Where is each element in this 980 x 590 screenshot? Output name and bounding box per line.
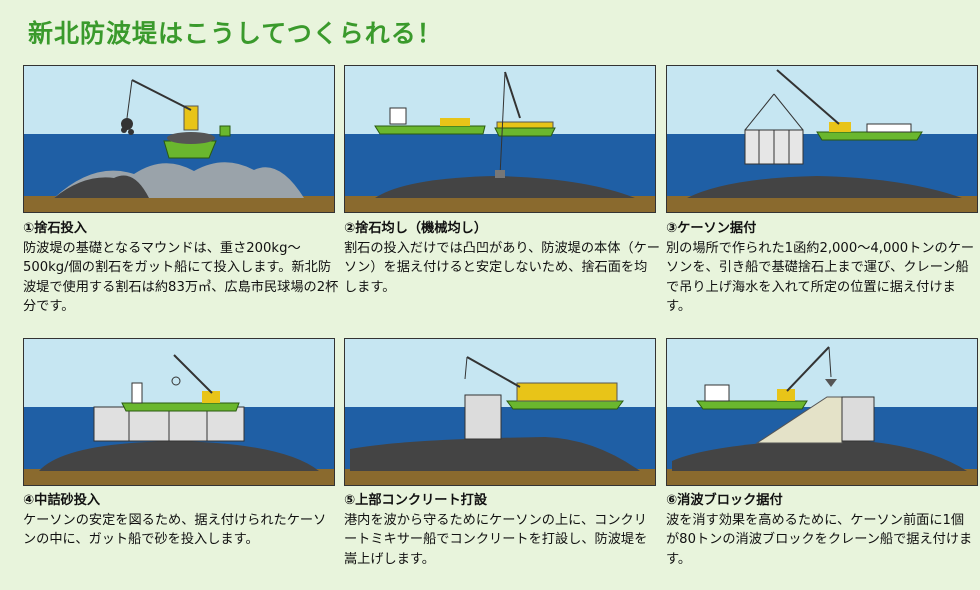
step-2-heading: ②捨石均し（機械均し）: [344, 221, 488, 236]
step-1-heading: ①捨石投入: [23, 221, 87, 236]
step-1-illustration: [23, 65, 335, 213]
step-4-illustration: [23, 338, 335, 486]
step-2-caption: ②捨石均し（機械均し） 割石の投入だけでは凸凹があり、防波堤の本体（ケーソン）を…: [344, 219, 660, 297]
step-4-heading: ④中詰砂投入: [23, 493, 101, 508]
step-4-caption: ④中詰砂投入 ケーソンの安定を図るため、据え付けられたケーソンの中に、ガット船で…: [23, 491, 339, 550]
step-5-caption: ⑤上部コンクリート打設 港内を波から守るためにケーソンの上に、コンクリートミキサ…: [344, 491, 660, 569]
step-6-heading: ⑥消波ブロック据付: [666, 493, 783, 508]
step-6-caption: ⑥消波ブロック据付 波を消す効果を高めるために、ケーソン前面に1個が80トンの消…: [666, 491, 976, 569]
step-3-body: 別の場所で作られた1函約2,000～4,000トンのケーソンを、引き船で基礎捨石…: [666, 240, 975, 315]
step-2-illustration: [344, 65, 656, 213]
step-1-caption: ①捨石投入 防波堤の基礎となるマウンドは、重さ200kg～500kg/個の割石を…: [23, 219, 339, 317]
step-5-illustration: [344, 338, 656, 486]
step-3-heading: ③ケーソン据付: [666, 221, 757, 236]
step-2-body: 割石の投入だけでは凸凹があり、防波堤の本体（ケーソン）を据え付けると安定しないた…: [344, 240, 660, 295]
step-6-body: 波を消す効果を高めるために、ケーソン前面に1個が80トンの消波ブロックをクレーン…: [666, 512, 973, 567]
step-5-heading: ⑤上部コンクリート打設: [344, 493, 488, 508]
step-3-caption: ③ケーソン据付 別の場所で作られた1函約2,000～4,000トンのケーソンを、…: [666, 219, 976, 317]
step-6-illustration: [666, 338, 978, 486]
step-3-illustration: [666, 65, 978, 213]
page-title: 新北防波堤はこうしてつくられる！: [28, 19, 443, 48]
step-5-body: 港内を波から守るためにケーソンの上に、コンクリートミキサー船でコンクリートを打設…: [344, 512, 648, 567]
step-4-body: ケーソンの安定を図るため、据え付けられたケーソンの中に、ガット船で砂を投入します…: [23, 512, 327, 548]
step-1-body: 防波堤の基礎となるマウンドは、重さ200kg～500kg/個の割石をガット船にて…: [23, 240, 339, 315]
